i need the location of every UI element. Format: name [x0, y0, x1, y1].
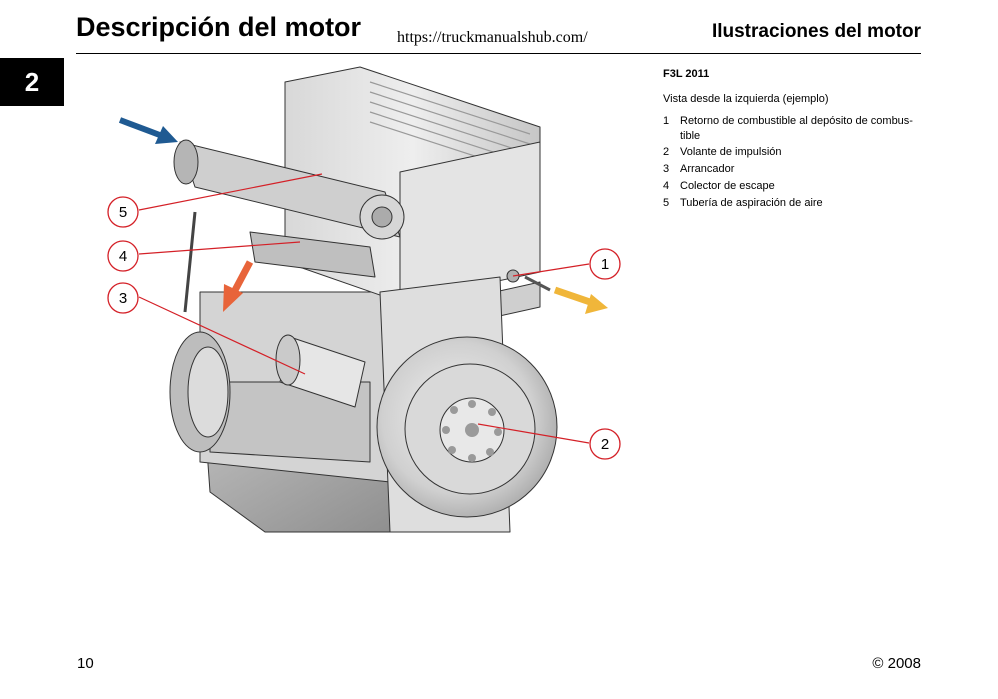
svg-text:5: 5	[119, 204, 127, 221]
page-number: 10	[77, 655, 94, 672]
header-url[interactable]: https://truckmanualshub.com/	[397, 29, 588, 46]
callout-3: 3	[107, 282, 139, 314]
legend: F3L 2011 Vista desde la izquierda (ejemp…	[663, 67, 928, 213]
callout-4: 4	[107, 240, 139, 272]
svg-text:1: 1	[601, 256, 609, 273]
legend-item: 4 Colector de escape	[663, 180, 775, 193]
page-title: Descripción del motor	[76, 12, 362, 42]
legend-model: F3L 2011	[663, 68, 710, 80]
svg-text:2: 2	[601, 436, 609, 453]
copyright: © 2008	[872, 655, 921, 672]
svg-text:4: 4	[119, 248, 127, 265]
legend-item: 3 Arrancador	[663, 163, 735, 176]
callout-1: 1	[589, 248, 621, 280]
exhaust-arrow	[223, 260, 254, 312]
callout-5: 5	[107, 196, 139, 228]
legend-item: 2 Volante de impulsión	[663, 146, 782, 159]
legend-view: Vista desde la izquierda (ejemplo)	[663, 92, 829, 105]
header-rule	[76, 53, 921, 54]
fuel-return-arrow	[553, 286, 608, 314]
air-intake-arrow	[118, 117, 178, 144]
svg-text:3: 3	[119, 290, 127, 307]
callout-2: 2	[589, 428, 621, 460]
chapter-number: 2	[24, 66, 40, 97]
legend-item: 1 Retorno de combustible al depósito de …	[663, 114, 913, 142]
legend-item: 5 Tubería de aspiración de aire	[663, 196, 823, 209]
engine-illustration: 5 4 3 1 2	[100, 62, 640, 562]
section-title: Ilustraciones del motor	[711, 21, 921, 42]
legend-list: 1 Retorno de combustible al depósito de …	[663, 114, 928, 211]
engine-drawing	[169, 66, 558, 533]
chapter-tab: 2	[0, 58, 64, 106]
